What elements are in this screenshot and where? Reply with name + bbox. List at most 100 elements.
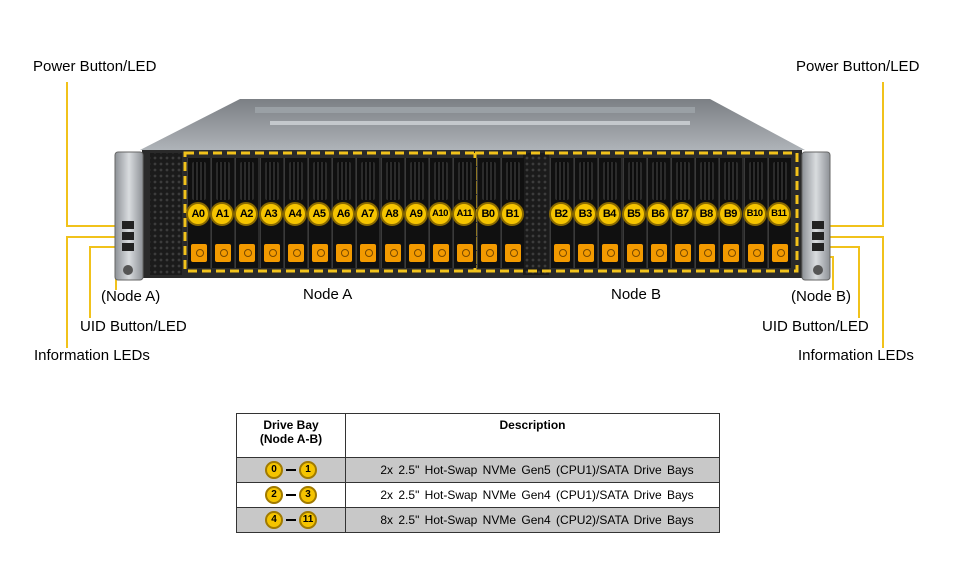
bay-badge: 2 [265, 486, 283, 504]
power-button-label-left: Power Button/LED [33, 58, 157, 75]
drive-tray-grille [192, 162, 206, 200]
drive-bay-badge: B2 [549, 202, 573, 226]
leader-line [832, 256, 834, 290]
node-a-callout-label: (Node A) [101, 288, 161, 305]
drive-tray-grille [700, 162, 715, 200]
bay-badge: 3 [299, 486, 317, 504]
drive-bay-badge: A3 [258, 202, 283, 226]
latch-button [776, 249, 785, 257]
drive-bay-badge: A11 [452, 202, 477, 226]
node-a-label: Node A [303, 286, 353, 303]
drive-latch [626, 244, 643, 262]
drive-bay-badge: A5 [307, 202, 331, 226]
bay-badge: 11 [299, 511, 317, 529]
leader-line [828, 236, 884, 238]
bay-badge: 4 [265, 511, 283, 529]
drive-bay-badge: B8 [694, 202, 719, 226]
drive-latch [312, 244, 328, 262]
drive-tray-grille [603, 162, 618, 200]
drive-tray-grille [458, 162, 473, 200]
leader-line [66, 225, 122, 227]
drive-latch [239, 244, 256, 262]
drive-latch [384, 244, 401, 262]
latch-button [196, 249, 204, 257]
info-leds-label-right: Information LEDs [798, 347, 914, 364]
latch-button [413, 249, 422, 257]
drive-bay-badge: B5 [621, 202, 646, 226]
drive-tray-grille [264, 162, 279, 200]
header-drive-bay-line1: Drive Bay [263, 418, 319, 432]
power-button-label-right: Power Button/LED [796, 58, 920, 75]
latch-button [244, 249, 253, 257]
latch-button [486, 249, 494, 257]
drive-latch [771, 244, 788, 262]
drive-tray-grille [579, 162, 594, 200]
drive-latch [360, 244, 377, 262]
drive-tray-grille [409, 162, 424, 200]
drive-tray-grille [627, 162, 642, 200]
uid-button-label-right: UID Button/LED [762, 318, 869, 335]
drive-tray-grille [724, 162, 739, 200]
drive-latch [747, 244, 764, 262]
drive-latch [481, 244, 497, 262]
leader-line [66, 82, 68, 226]
latch-button [462, 249, 471, 257]
drive-bay-badge: B10 [742, 202, 767, 226]
latch-button [341, 249, 350, 257]
drive-tray-grille [216, 162, 231, 200]
header-description: Description [345, 413, 720, 458]
bay-range: 4 11 [236, 507, 346, 533]
drive-bay-badge: A0 [186, 202, 210, 226]
drive-tray-grille [506, 162, 521, 200]
drive-bay-badge: A7 [355, 202, 380, 226]
drive-bay-badge: A9 [403, 202, 428, 226]
drive-latch [699, 244, 716, 262]
drive-bay-badge: B1 [500, 202, 525, 226]
drive-bay-badge: B9 [718, 202, 743, 226]
latch-button [438, 249, 446, 257]
latch-button [317, 249, 325, 257]
leader-line [858, 246, 860, 318]
latch-button [559, 249, 567, 257]
leader-line [89, 246, 122, 248]
leader-line [828, 246, 860, 248]
bay-badge: 1 [299, 461, 317, 479]
latch-button [220, 249, 229, 257]
latch-button [728, 249, 737, 257]
drive-latch [336, 244, 353, 262]
drive-latch [650, 244, 667, 262]
latch-button [680, 249, 688, 257]
bay-badge: 0 [265, 461, 283, 479]
drive-latch [602, 244, 619, 262]
drive-bay-badge: B0 [476, 202, 500, 226]
drive-latch [433, 244, 449, 262]
leader-line [66, 236, 122, 238]
drive-bay-badge: A10 [428, 202, 452, 226]
drive-bay-badge: B7 [670, 202, 694, 226]
drive-tray-grille [337, 162, 352, 200]
header-drive-bay: Drive Bay(Node A-B) [236, 413, 346, 458]
drive-bay-badge: A4 [282, 202, 307, 226]
latch-button [510, 249, 519, 257]
leader-line [66, 236, 68, 348]
table-header-row: Drive Bay(Node A-B) Description [236, 413, 720, 458]
drive-latch [457, 244, 474, 262]
leader-line [882, 82, 884, 226]
drive-bay-badge: B11 [766, 202, 791, 226]
drive-tray-grille [240, 162, 255, 200]
drive-tray-grille [482, 162, 496, 200]
bay-description: 2x 2.5" Hot-Swap NVMe Gen4 (CPU1)/SATA D… [345, 482, 720, 508]
drive-bay-badge: B6 [645, 202, 670, 226]
drive-bay-badge: A1 [210, 202, 235, 226]
latch-button [292, 249, 301, 257]
drive-tray-grille [434, 162, 448, 200]
drive-latch [505, 244, 522, 262]
drive-tray-grille [651, 162, 666, 200]
latch-button [607, 249, 616, 257]
latch-button [655, 249, 664, 257]
